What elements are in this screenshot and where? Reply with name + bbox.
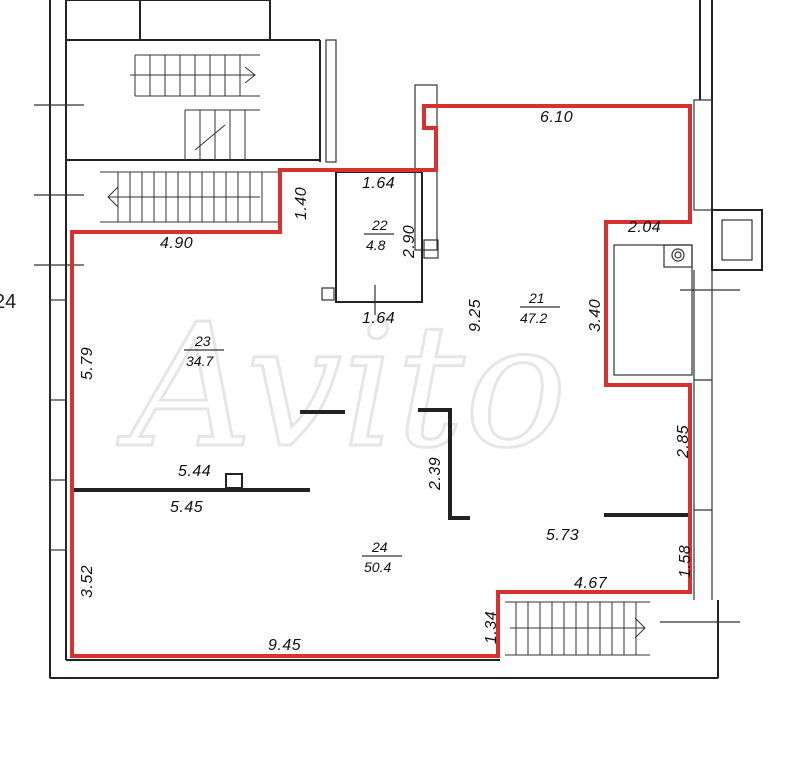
- dim-left-lower: 3.52: [79, 565, 96, 598]
- building-walls: [34, 0, 763, 679]
- room-area: 4.8: [366, 237, 386, 253]
- dim-niche-width: 2.04: [627, 219, 661, 236]
- dim-right-mid: 2.85: [675, 425, 692, 459]
- dim-left-top: 4.90: [160, 235, 193, 252]
- room-area: 47.2: [520, 310, 547, 326]
- dim-partition-bottom: 5.45: [170, 499, 203, 516]
- dim-left-upper: 5.79: [79, 347, 96, 380]
- room-number: 21: [528, 290, 545, 306]
- dim-partition-top: 5.44: [178, 463, 211, 480]
- room-number: 22: [371, 217, 388, 233]
- dim-bottom-step-width: 4.67: [574, 575, 608, 592]
- dim-stair-vertical: 1.40: [293, 187, 310, 220]
- dim-room22-height: 2.90: [401, 225, 418, 259]
- dim-top-right: 6.10: [540, 109, 573, 126]
- dim-center-height: 9.25: [467, 299, 484, 332]
- dim-center-wall: 2.39: [427, 457, 444, 491]
- lower-stairs: [505, 601, 650, 656]
- room-area: 34.7: [186, 353, 214, 369]
- dim-right-lower: 1.58: [677, 545, 694, 578]
- watermark: Avito: [117, 288, 567, 486]
- dim-bottom-step-height: 1.34: [483, 611, 500, 644]
- room-labels: 21 47.2 22 4.8 23 34.7 24 50.4: [184, 217, 560, 575]
- room-area: 50.4: [364, 559, 391, 575]
- dim-right-lower-width: 5.73: [546, 527, 579, 544]
- dim-stair-top: 1.64: [362, 175, 395, 192]
- entrance-stairs: [100, 171, 280, 223]
- dim-room22-bottom: 1.64: [362, 310, 395, 327]
- edge-label: 24: [0, 291, 16, 313]
- dimension-labels: 6.10 1.64 1.40 4.90 2.90 1.64 9.25 2.04 …: [79, 109, 694, 654]
- dim-niche-height: 3.40: [587, 299, 604, 332]
- premises-boundary: [70, 104, 692, 658]
- room-number: 23: [194, 333, 211, 349]
- room-number: 24: [371, 539, 388, 555]
- upper-stairs: [130, 54, 260, 160]
- dim-bottom-width: 9.45: [268, 637, 301, 654]
